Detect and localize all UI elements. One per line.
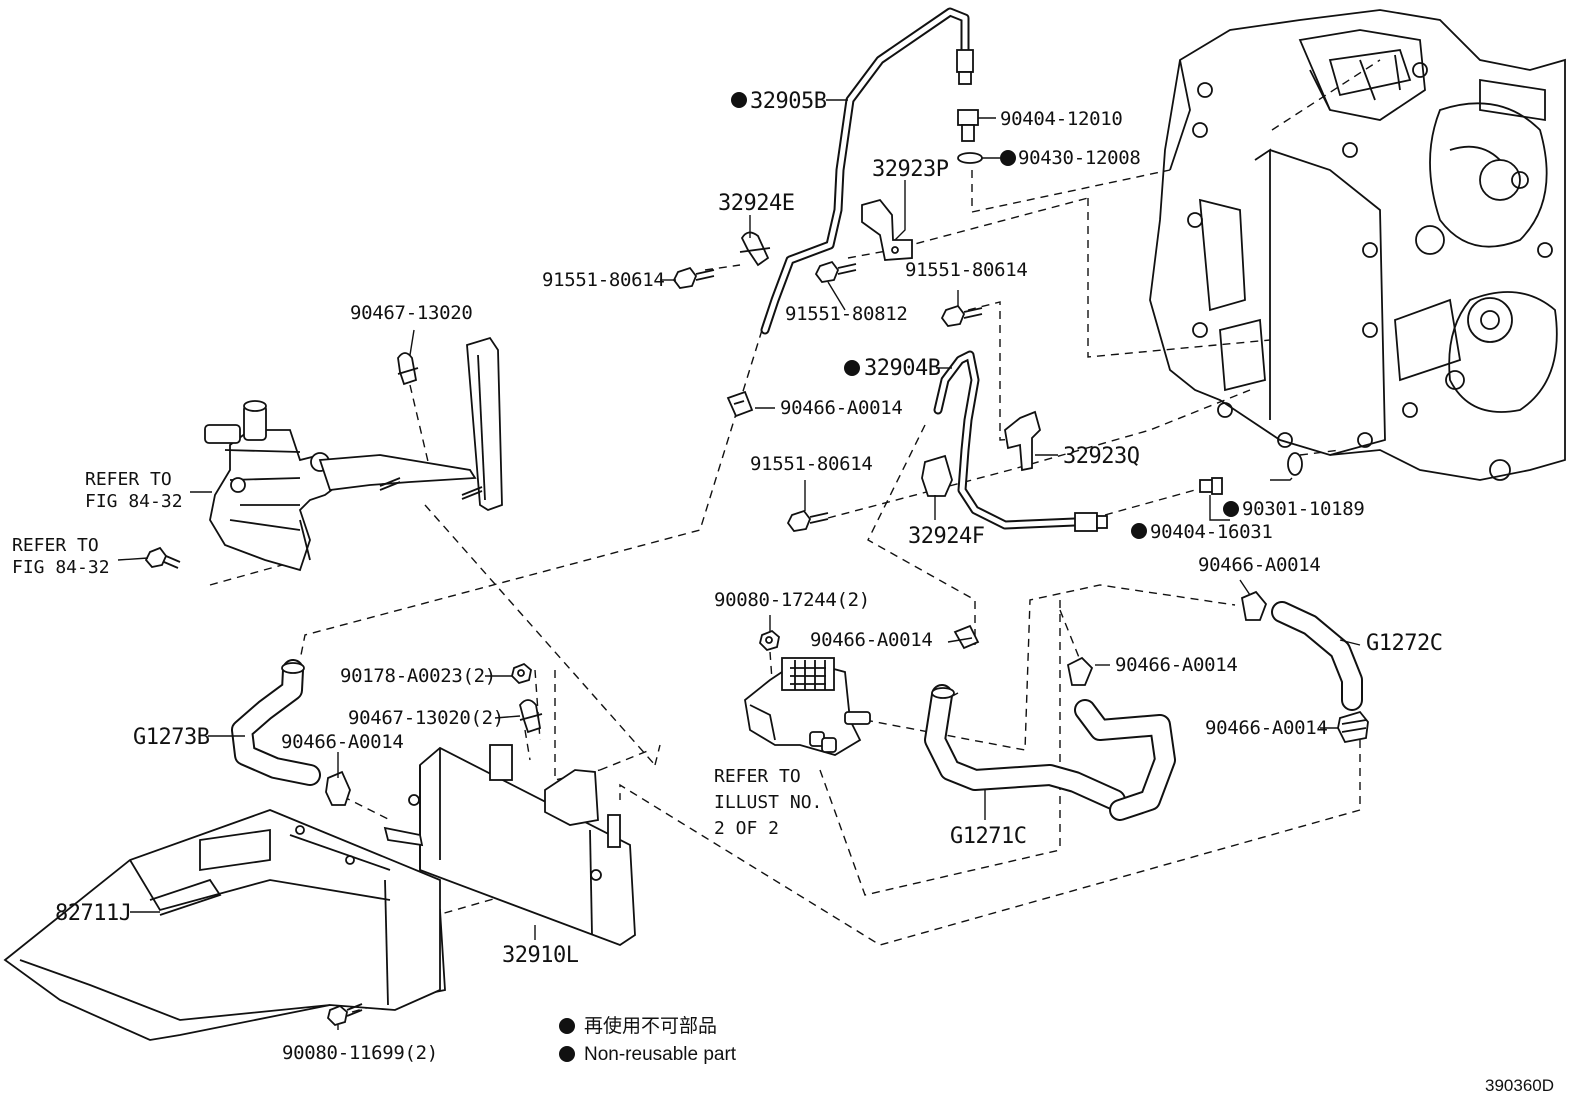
label-90404-16031: 90404-16031 — [1150, 521, 1273, 543]
non-reusable-dot — [731, 92, 747, 108]
clamp-32924F — [921, 454, 953, 497]
label-G1271C: G1271C — [950, 824, 1026, 849]
clamp-90466-A0014-G1272C-upper — [1240, 590, 1268, 621]
label-91551-80614-left: 91551-80614 — [542, 269, 665, 291]
label-91551-80614-mid: 91551-80614 — [905, 259, 1028, 281]
label-90466-A0014-G1272C-lower: 90466-A0014 — [1205, 717, 1328, 739]
non-reusable-dot — [1131, 523, 1147, 539]
label-leaders — [117, 99, 1361, 1030]
label-G1273B: G1273B — [133, 725, 210, 750]
label-90467-13020: 90467-13020 — [350, 302, 473, 324]
label-82711J: 82711J — [55, 901, 131, 926]
legend: 再使用不可部品 Non-reusable part — [584, 1015, 737, 1065]
bolt-90080-11699 — [327, 1003, 363, 1027]
transaxle-housing — [1149, 9, 1566, 481]
pump-bracket — [466, 336, 503, 511]
label-90178-A0023: 90178-A0023(2) — [340, 665, 496, 687]
legend-english: Non-reusable part — [584, 1044, 737, 1065]
clamp-90466-A0014-cooler — [325, 770, 351, 806]
label-90430-12008: 90430-12008 — [1018, 147, 1141, 169]
label-32904B: 32904B — [864, 356, 941, 381]
union-fitting-90404-16031 — [1199, 477, 1223, 495]
refer-bolt-lower — [144, 546, 181, 569]
refer-upper-line2: FIG 84-32 — [85, 491, 183, 512]
hose-G1272C — [1271, 601, 1363, 711]
gasket-90430-12008 — [957, 152, 983, 164]
label-90466-A0014-G1272C-top: 90466-A0014 — [1198, 554, 1321, 576]
legend-dot-japanese — [559, 1018, 575, 1034]
clip-90466-A0014-mid — [953, 624, 980, 650]
refer-illust-line3: 2 OF 2 — [714, 818, 779, 839]
engine-under-cover-82711J — [3, 809, 441, 1041]
refer-upper-line1: REFER TO — [85, 469, 172, 490]
non-reusable-dot — [844, 360, 860, 376]
label-32924E: 32924E — [718, 191, 794, 216]
label-90466-A0014-cooler: 90466-A0014 — [281, 731, 404, 753]
nut-90178-A0023 — [511, 662, 532, 685]
label-90466-A0014-G1271C: 90466-A0014 — [1115, 654, 1238, 676]
refer-notes: REFER TO FIG 84-32 REFER TO FIG 84-32 RE… — [12, 469, 822, 839]
label-91551-80614-lower: 91551-80614 — [750, 453, 873, 475]
clip-90466-A0014-upper — [726, 390, 754, 418]
bolt-91551-80614-left — [672, 266, 715, 289]
bracket-32923Q — [1004, 410, 1042, 472]
refer-lower-line2: FIG 84-32 — [12, 557, 110, 578]
legend-dot-english — [559, 1046, 575, 1062]
label-90404-12010: 90404-12010 — [1000, 108, 1123, 130]
label-90080-11699: 90080-11699(2) — [282, 1042, 438, 1064]
label-91551-80812: 91551-80812 — [785, 303, 908, 325]
diagram-id: 390360D — [1485, 1076, 1554, 1095]
bracket-32923P — [861, 198, 913, 261]
clip-90467-13020-lower — [519, 699, 543, 734]
label-90466-A0014-mid: 90466-A0014 — [810, 629, 933, 651]
label-32910L: 32910L — [502, 943, 579, 968]
label-32923Q: 32923Q — [1063, 444, 1139, 469]
label-90301-10189: 90301-10189 — [1242, 498, 1365, 520]
union-fitting-90404-12010 — [957, 109, 979, 142]
label-G1272C: G1272C — [1366, 631, 1442, 656]
bolt-91551-80614-mid — [940, 304, 983, 327]
leader-lines — [209, 59, 1381, 1013]
water-pump-assembly — [204, 400, 477, 572]
non-reusable-dot — [1000, 150, 1016, 166]
non-reusable-dot — [1223, 501, 1239, 517]
refer-lower-line1: REFER TO — [12, 535, 99, 556]
hose-G1271C — [924, 684, 1176, 821]
part-labels: 32905B 90404-12010 90430-12008 32923P 32… — [55, 89, 1443, 1064]
clamp-90466-A0014-G1271C — [1066, 656, 1094, 686]
oil-cooler-32910L — [383, 744, 636, 947]
hose-G1273B — [231, 659, 321, 786]
refer-illust-line1: REFER TO — [714, 766, 801, 787]
refer-illust-line2: ILLUST NO. — [714, 792, 822, 813]
label-90080-17244: 90080-17244(2) — [714, 589, 870, 611]
oil-cooler-pipe-32905B — [760, 7, 974, 335]
label-32924F: 32924F — [908, 524, 984, 549]
gasket-90301-10189 — [1287, 452, 1303, 476]
legend-japanese: 再使用不可部品 — [584, 1015, 717, 1037]
nut-90080-17244 — [759, 629, 780, 652]
bolt-91551-80812 — [814, 260, 857, 283]
label-90467-13020-2: 90467-13020(2) — [348, 707, 504, 729]
label-90466-A0014-upper: 90466-A0014 — [780, 397, 903, 419]
clip-90467-13020-upper — [397, 352, 419, 386]
oil-cooler-pipe-32904B — [933, 350, 1108, 532]
water-valve-assembly — [744, 657, 871, 756]
pump-bracket-bolts — [379, 477, 483, 500]
non-reusable-markers — [559, 92, 1239, 1062]
clamp-32924E — [739, 231, 771, 267]
label-32923P: 32923P — [872, 157, 949, 182]
bolt-91551-80614-lower — [786, 509, 829, 532]
label-32905B: 32905B — [750, 89, 827, 114]
clamp-90466-A0014-G1272C-lower — [1337, 710, 1369, 744]
